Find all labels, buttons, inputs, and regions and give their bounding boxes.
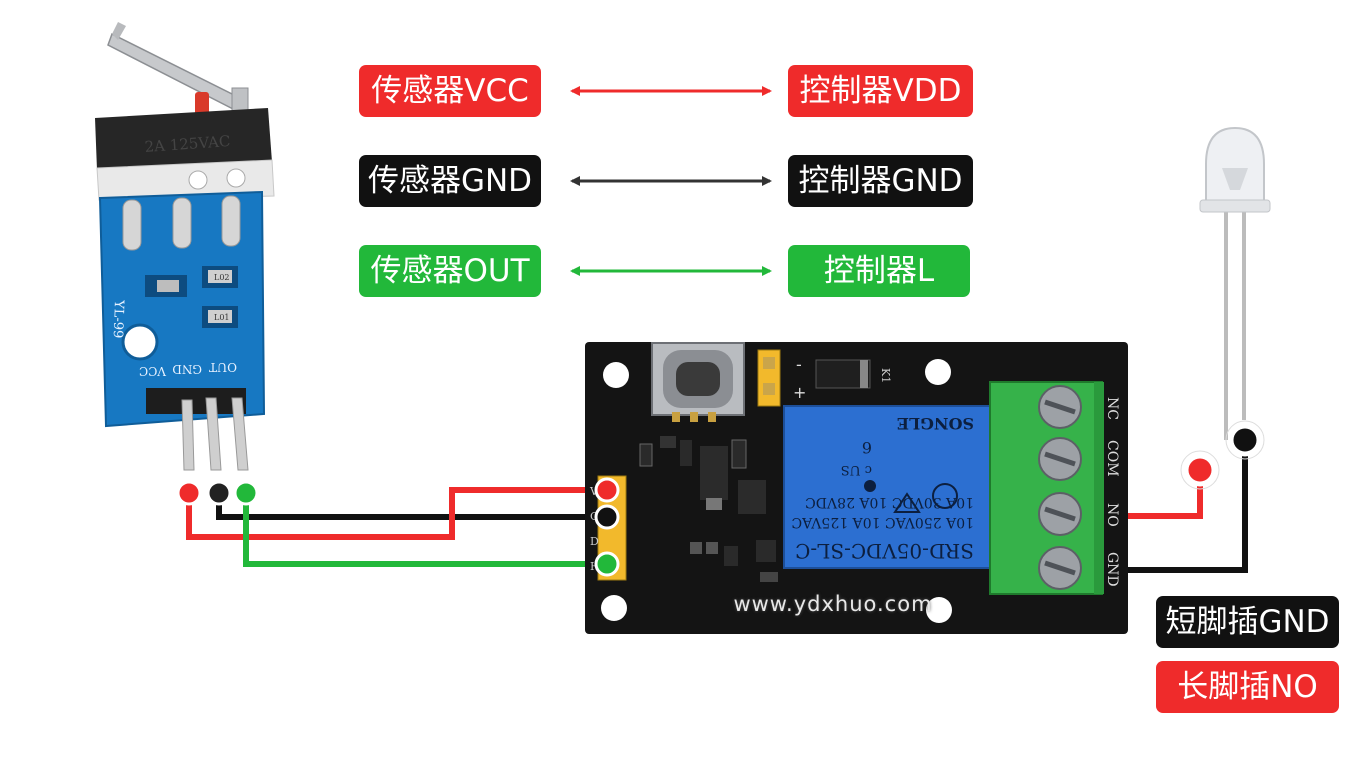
controller-gnd-dot [594,504,620,530]
relay-component: SRD-05VDC-SL-C 10A 250VAC 10A 125VAC 10A… [783,405,991,569]
wire-black [216,493,607,520]
sensor-led-label-1: L02 [214,273,230,282]
controller-vdd-label: 控制器VDD [788,65,973,117]
limit-switch-sensor-module: 2A 125VAC L02 L01 YL-99 OUT GND VCC [95,22,275,471]
led-long-leg-dot [1183,453,1217,487]
led-long-leg-label: 长脚插NO [1156,661,1339,713]
screw-terminal-block [989,381,1104,595]
switch-button [195,92,209,116]
wire-red [186,487,607,540]
terminal-screw-4 [1038,546,1082,590]
sensor-pin-vcc-label: VCC [139,364,167,378]
switch-lever [107,22,249,119]
relay-cert-text: c US [841,462,872,477]
terminal-label-com: COM [1104,440,1120,477]
sensor-out-dot [233,480,259,506]
controller-gnd-label: 控制器GND [788,155,973,207]
controller-l-dot [594,551,620,577]
usb-c-port [651,342,745,422]
controller-vdd-dot [594,477,620,503]
sensor-vcc-dot [176,480,202,506]
switch-body [95,108,272,170]
relay-rating-line1: 10A 250VAC 10A 125VAC [791,514,974,530]
switch-rating-text: 2A 125VAC [144,132,231,156]
sensor-pin-gnd-label: GND [172,362,202,376]
sensor-vcc-label: 传感器VCC [359,65,541,117]
sensor-model-text: YL-99 [110,299,126,339]
relay-controller-module: - + K1 V G D H SRD-05VDC-SL-C 10A 250VAC… [585,342,1128,634]
led-short-leg-label: 短脚插GND [1156,596,1339,648]
sensor-gnd-dot [206,480,232,506]
sensor-led-label-2: L01 [214,313,230,322]
relay-model-text: SRD-05VDC-SL-C [795,539,974,563]
header-label-v: V [589,485,599,498]
terminal-label-nc: NC [1104,397,1120,420]
watermark: www.ydxhuo.com [733,592,933,616]
header-label-g: G [590,510,599,523]
sensor-pcb [98,190,266,428]
relay-brand-text: SONGLE [897,414,974,433]
controller-l-label: 控制器L [788,245,970,297]
terminal-label-no: NO [1104,503,1120,527]
led-short-leg-dot [1228,423,1262,457]
k1-label: K1 [879,368,892,383]
terminal-screw-3 [1038,492,1082,536]
terminal-label-gnd: GND [1104,552,1120,587]
sensor-header [146,388,246,414]
sensor-mount-hole [121,323,159,361]
sensor-pin-out-label: OUT [209,360,237,374]
wire-green [243,493,607,567]
sensor-gnd-label: 传感器GND [359,155,541,207]
terminal-screw-1 [1038,385,1082,429]
terminal-screw-2 [1038,437,1082,481]
wire-black-led [1128,440,1248,573]
sensor-out-label: 传感器OUT [359,245,541,297]
relay-number-text: 6 [862,438,872,457]
relay-rating-line2: 10A 30VDC 10A 28VDC [805,494,974,510]
led-component [1199,126,1271,440]
jumper-minus: - [796,355,802,374]
header-label-d: D [590,535,599,548]
jumper-plus: + [793,383,806,402]
